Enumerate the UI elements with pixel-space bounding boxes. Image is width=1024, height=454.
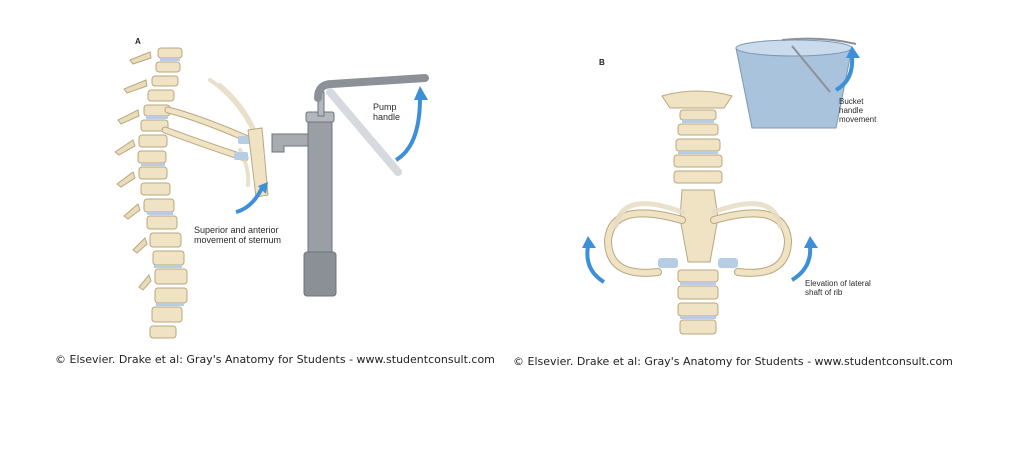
ribs-fill [162,107,253,161]
pump-handle-ghost [326,88,402,176]
panel-b: B Bucket handle movement Elevation of la… [512,0,1024,454]
pump-handle-label: Pump handle [373,102,401,122]
ribs-raised-ghost [613,201,783,229]
sternum [247,127,269,198]
rib-elevation-label: Elevation of lateral shaft of rib [805,279,871,297]
pump-handle-illustration [114,47,429,339]
sternum [679,189,719,263]
costal-cartilage [658,258,738,268]
panel-a: A Pump handle Superior and anterior move… [55,37,495,366]
arrow-rib-right [790,245,813,282]
intervertebral-discs [141,58,184,306]
spinous-processes [114,51,152,291]
bucket-handle-illustration [582,37,860,335]
vertebral-column [137,47,188,339]
vertebral-column [661,90,733,335]
intervertebral-discs [678,120,718,319]
panel-a-letter: A [135,37,141,46]
arrow-rib-left [585,245,606,284]
pump-handle [314,74,429,102]
panel-b-letter: B [599,58,605,67]
bucket-handle-label: Bucket handle movement [839,97,877,124]
arrow-bucket [834,55,855,92]
panel-b-credit: © Elsevier. Drake et al: Gray's Anatomy … [513,355,953,368]
pump-icon [271,91,337,297]
panel-a-credit: © Elsevier. Drake et al: Gray's Anatomy … [55,353,495,366]
arrow-sternum [235,187,264,214]
bucket-icon [735,37,857,129]
sternum-movement-label: Superior and anterior movement of sternu… [194,225,282,245]
arrow-pump [394,97,422,162]
